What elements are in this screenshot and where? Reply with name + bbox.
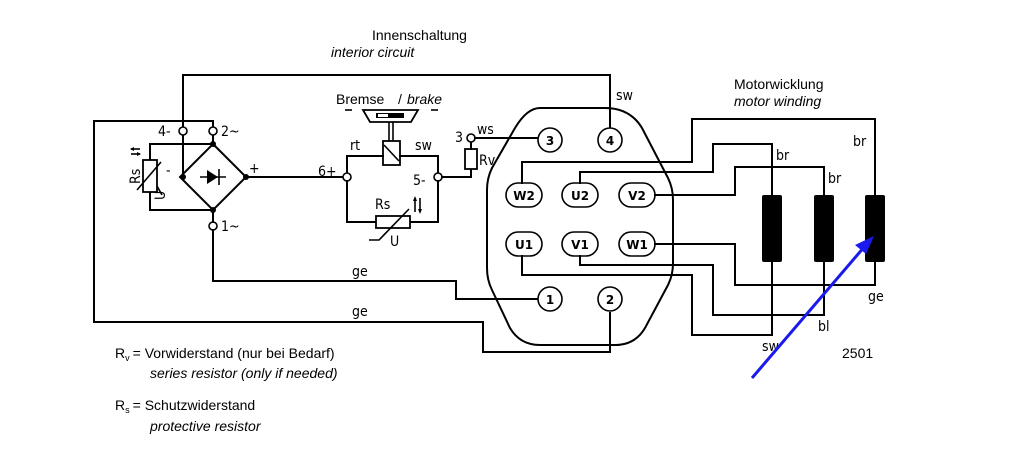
- label-plus: +: [249, 161, 260, 177]
- terminal-w2: [505, 182, 543, 208]
- motor-winding: br br br ge bl sw: [521, 118, 885, 355]
- figure-number: 2501: [842, 345, 873, 361]
- series-resistor-rv: 3 Rv ws: [441, 122, 539, 178]
- terminal-2-round: [597, 286, 623, 312]
- legend-rs-english: protective resistor: [149, 418, 262, 434]
- svg-text:2: 2: [606, 293, 614, 307]
- label-u-brake: U: [390, 234, 399, 250]
- label-u-rectifier: U: [153, 191, 169, 200]
- terminal-1-round: [537, 286, 563, 312]
- wire-terminal-4: sw: [182, 74, 633, 129]
- label-rs-brake: Rs: [375, 197, 390, 213]
- legend-rs: Rs= Schutzwiderstand: [115, 397, 255, 415]
- legend-rv: Rv= Vorwiderstand (nur bei Bedarf): [115, 345, 335, 363]
- brake-label-english: brake: [407, 91, 442, 107]
- wire-label-ge-lower: ge: [352, 304, 368, 320]
- svg-text:U1: U1: [515, 238, 533, 252]
- svg-text:U2: U2: [571, 189, 589, 203]
- wire-label-br-1: br: [776, 148, 790, 164]
- coil-2: [814, 195, 834, 262]
- label-rs-rectifier: Rs: [128, 169, 144, 184]
- terminal-4-round: [597, 127, 623, 153]
- terminal-board-outline: [486, 107, 674, 346]
- brake-label-german: Bremse: [336, 91, 384, 107]
- connector-terminals: 3 4 W2 U2 V2 U1 V1 W1 1 2: [505, 127, 656, 312]
- brake-wire-rt: rt: [350, 138, 360, 154]
- wire-label-bl: bl: [818, 319, 830, 335]
- title-german: Innenschaltung: [372, 27, 467, 43]
- bidirectional-arrows-icon: [130, 147, 141, 156]
- label-terminal-3: 3: [455, 130, 463, 146]
- label-6-plus: 6+: [318, 164, 337, 180]
- terminal-6-plus: [342, 172, 352, 182]
- wire-label-ge-upper: ge: [352, 264, 368, 280]
- coil-1: [762, 195, 782, 262]
- terminal-5-minus: [433, 172, 443, 182]
- terminal-4-minus: [178, 126, 188, 136]
- label-rv: Rv: [479, 153, 496, 169]
- wire-label-sw: sw: [762, 339, 779, 355]
- terminal-3-round: [537, 127, 563, 153]
- terminal-1-ac: [208, 221, 218, 231]
- up-down-arrows-icon: [413, 196, 422, 214]
- svg-text:W2: W2: [513, 189, 535, 203]
- label-minus: -: [166, 163, 171, 179]
- wire-label-br-3: br: [853, 134, 867, 150]
- arrow-head-icon: [855, 236, 874, 254]
- title-english: interior circuit: [331, 44, 415, 60]
- terminal-2-ac: [208, 126, 218, 136]
- coil-3: [865, 195, 885, 262]
- legend-rv-english: series resistor (only if needed): [150, 365, 338, 381]
- wire-label-sw-top: sw: [616, 88, 633, 104]
- svg-text:V1: V1: [571, 238, 589, 252]
- motor-winding-english: motor winding: [734, 93, 821, 109]
- svg-text:1: 1: [546, 293, 554, 307]
- svg-text:W1: W1: [626, 238, 648, 252]
- wire-label-ws: ws: [477, 122, 494, 138]
- wire-label-ge: ge: [868, 289, 884, 305]
- label-2-ac: 2~: [221, 124, 240, 140]
- annotation-arrow-line: [750, 245, 867, 379]
- svg-text:3: 3: [546, 134, 554, 148]
- brake: Bremse / brake rt sw 6+ 5- Rs U: [318, 91, 443, 250]
- brake-wire-sw: sw: [415, 138, 432, 154]
- terminal-u1: [505, 231, 543, 257]
- annotation-arrow: [750, 236, 874, 379]
- wire-label-br-2: br: [828, 171, 842, 187]
- label-4-minus: 4-: [158, 124, 171, 140]
- rectifier: 4- 2~ 1~ - + Rs U ge ge: [93, 120, 611, 353]
- terminal-3: [466, 133, 476, 143]
- varistor-rs-brake: [375, 215, 411, 229]
- legend: Rv= Vorwiderstand (nur bei Bedarf) serie…: [115, 345, 338, 434]
- motor-winding-german: Motorwicklung: [734, 76, 823, 92]
- svg-text:V2: V2: [628, 189, 646, 203]
- brake-separator: /: [398, 91, 402, 107]
- svg-text:4: 4: [606, 134, 614, 148]
- label-1-ac: 1~: [221, 219, 240, 235]
- label-5-minus: 5-: [413, 173, 426, 189]
